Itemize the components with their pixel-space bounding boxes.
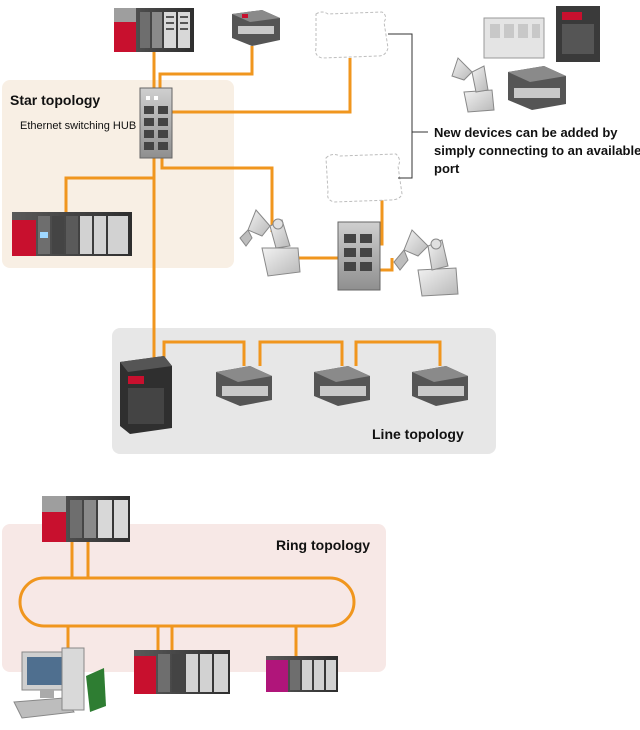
star-topology-title: Star topology (10, 92, 101, 108)
new-devices-cluster (451, 6, 600, 113)
robot-arm-2 (393, 229, 459, 297)
hub-label: Ethernet switching HUB (20, 120, 137, 132)
ring-top-plc (42, 496, 130, 542)
cable-ring-loop (18, 576, 356, 628)
cable-line-3 (354, 340, 442, 366)
new-device-slot-2 (325, 153, 403, 203)
ring-personal-computer (13, 647, 106, 719)
cable-top-io-hub (158, 46, 254, 88)
star-plc-rack (12, 212, 132, 256)
line-io-module-3 (412, 366, 468, 406)
line-inverter (120, 356, 172, 434)
ring-plc-b (134, 650, 230, 694)
top-remote-io (232, 10, 280, 46)
cable-hub-new-slot-1 (172, 58, 352, 114)
cable-line-2 (258, 340, 344, 366)
line-topology-title: Line topology (372, 426, 464, 442)
second-switching-hub (337, 221, 381, 291)
cable-hub2-new-slot-2 (380, 198, 384, 246)
new-devices-note: New devices can be added by simply conne… (434, 125, 640, 176)
cable-ring-plc-b (156, 626, 174, 650)
cable-line-1 (162, 340, 246, 366)
ring-zone (2, 524, 386, 672)
top-plc-rack (114, 8, 194, 52)
line-zone (112, 328, 496, 454)
new-device-slot-1 (315, 11, 389, 59)
ethernet-switching-hub (139, 87, 173, 159)
ring-topology-title: Ring topology (276, 537, 371, 553)
ethernet-cables (18, 46, 442, 656)
note-pointer-lines (388, 33, 428, 179)
cable-ring-top-plc (70, 542, 90, 578)
line-io-module-1 (216, 366, 272, 406)
cable-hub-right (160, 158, 274, 232)
ring-plc-c (266, 656, 338, 692)
cable-hub2-robot2 (380, 258, 394, 272)
line-io-module-2 (314, 366, 370, 406)
robot-arm-1 (239, 209, 301, 277)
